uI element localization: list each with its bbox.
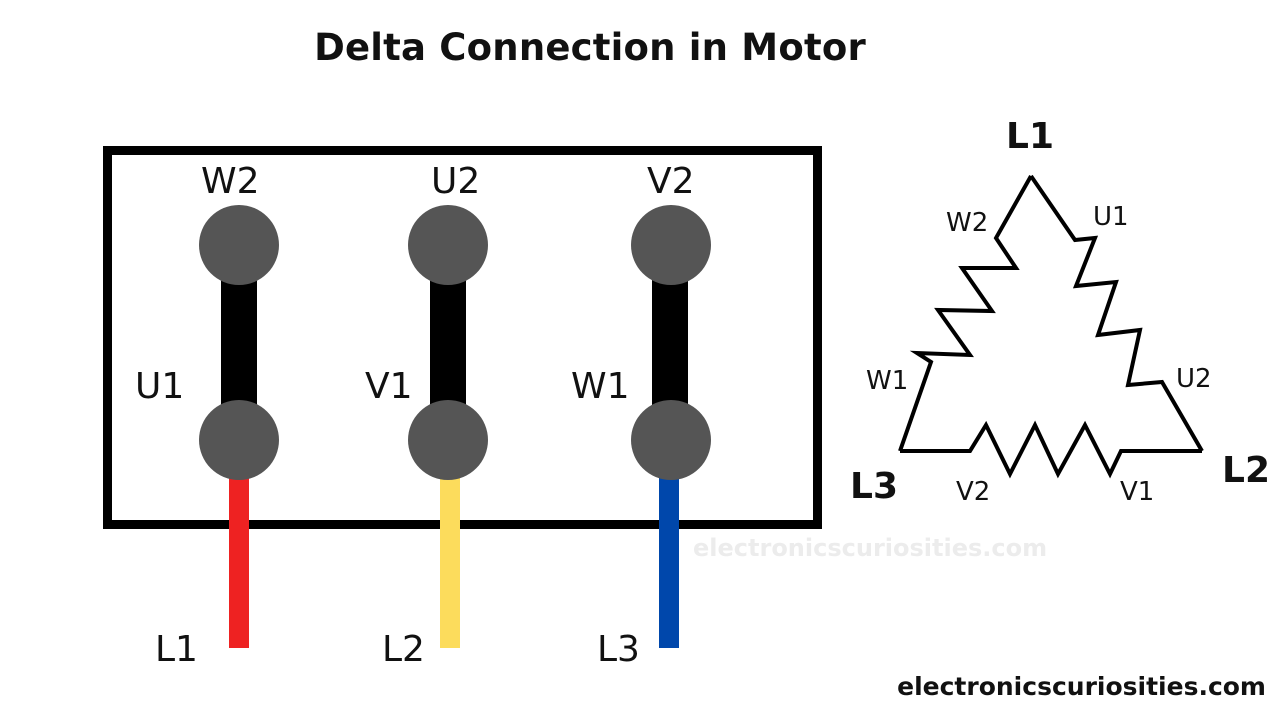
terminal-v2 [631,205,711,285]
winding-label-w2: W2 [946,208,988,238]
delta-corner-label-l2: L2 [1222,450,1270,491]
winding-label-w1: W1 [866,366,908,396]
wire-l3 [659,478,679,648]
wire-l2 [440,478,460,648]
delta-winding-diagram: L1 L2 L3 U1 U2 V1 V2 W1 W2 [850,116,1270,507]
terminal-label-u2: U2 [431,161,481,202]
terminal-w2 [199,205,279,285]
terminal-u2 [408,205,488,285]
wire-l1 [229,478,249,648]
line-label-l1: L1 [155,629,198,670]
terminal-label-u1: U1 [135,366,185,407]
watermark: electronicscuriosities.com [693,534,1048,562]
delta-corner-label-l3: L3 [850,466,898,507]
winding-label-v2: V2 [956,477,990,507]
winding-label-u1: U1 [1093,202,1129,232]
terminal-w1 [631,400,711,480]
terminal-box-frame [103,146,822,529]
terminal-v1 [408,400,488,480]
terminal-label-v1: V1 [365,366,413,407]
delta-corner-label-l1: L1 [1006,116,1054,157]
winding-right-side [1029,174,1204,453]
page-title: Delta Connection in Motor [314,26,866,69]
winding-label-v1: V1 [1120,477,1154,507]
line-label-l2: L2 [382,629,425,670]
terminal-label-w2: W2 [201,161,260,202]
winding-label-u2: U2 [1176,364,1212,394]
terminal-label-v2: V2 [647,161,695,202]
terminal-u1 [199,400,279,480]
winding-bottom-side [900,420,1202,479]
line-label-l3: L3 [597,629,640,670]
terminal-label-w1: W1 [571,366,630,407]
footer-website: electronicscuriosities.com [897,672,1266,701]
winding-left-side [898,175,1033,452]
